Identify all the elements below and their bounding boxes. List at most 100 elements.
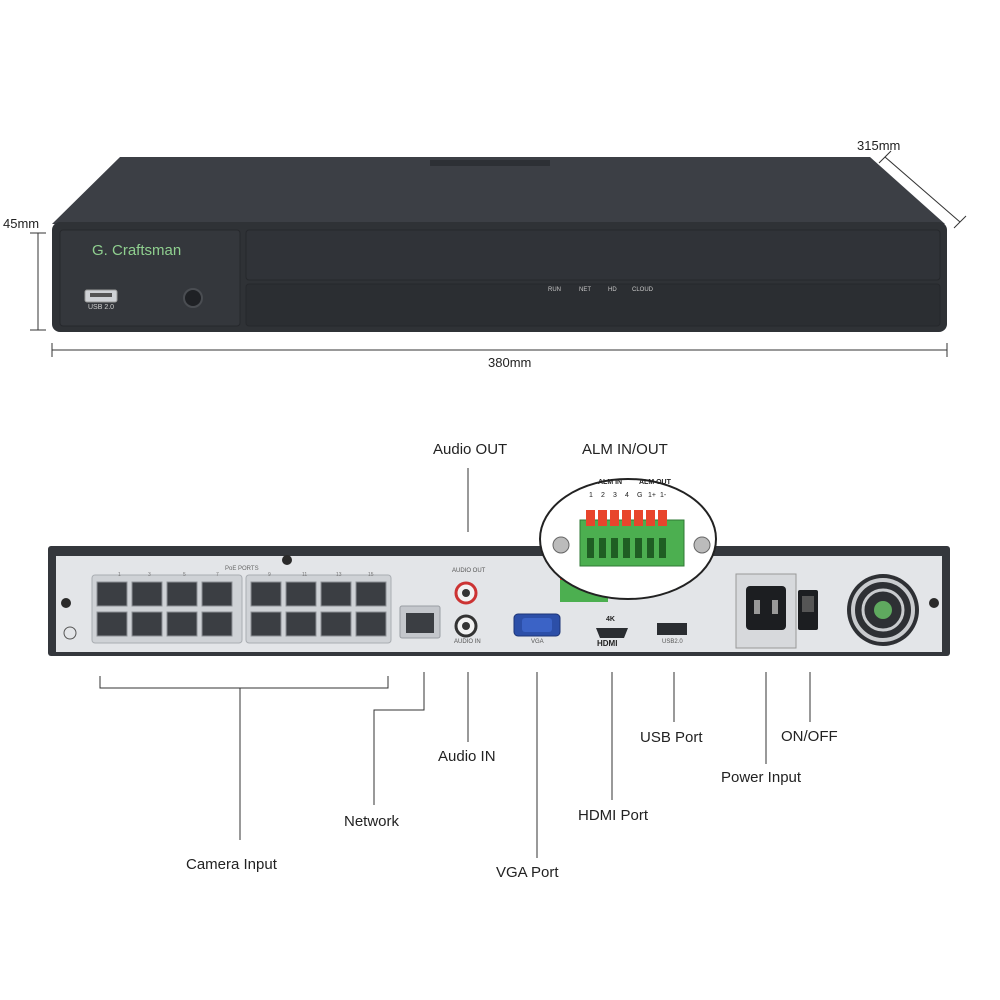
poe-block-right <box>245 574 392 644</box>
port-number: 9 <box>268 572 271 578</box>
fan-guard-inner <box>861 588 905 632</box>
front-usb-label: USB 2.0 <box>88 304 115 311</box>
vga-socket <box>522 618 552 632</box>
top-vent-slot <box>430 160 550 166</box>
alarm-pin-label: 2 <box>601 492 605 499</box>
front-power-button-icon <box>183 288 203 308</box>
on-off-rocker <box>802 596 814 612</box>
alarm-latch <box>622 510 631 526</box>
nvr-top-surface <box>52 157 945 224</box>
rear-usb-label: USB2.0 <box>662 639 683 645</box>
poe-port-socket <box>166 611 198 637</box>
port-number: 11 <box>302 572 308 578</box>
alarm-inset-title: ALM IN/OUT <box>582 441 668 458</box>
alarm-inset-screw-right <box>693 536 711 554</box>
poe-ports-label: PoE PORTS <box>225 566 259 572</box>
audio-out-hole <box>462 589 470 597</box>
poe-port-socket <box>320 581 352 607</box>
power-pin-2 <box>772 600 778 614</box>
alarm-terminal-block <box>579 519 685 567</box>
port-number: 7 <box>216 572 219 578</box>
callout-audio-out: Audio OUT <box>433 441 508 458</box>
alarm-latch <box>646 510 655 526</box>
poe-port-socket <box>250 611 282 637</box>
rear-view <box>48 468 950 858</box>
poe-port-socket <box>131 611 163 637</box>
rear-usb-port <box>657 623 687 635</box>
alarm-latches-group <box>586 510 667 558</box>
alarm-latch <box>610 510 619 526</box>
depth-dimension-label: 315mm <box>857 138 901 153</box>
poe-port-socket <box>131 581 163 607</box>
power-pin-1 <box>754 600 760 614</box>
led-cloud-label: CLOUD <box>632 287 654 293</box>
callout-vga-port: VGA Port <box>496 864 559 881</box>
callout-on-off: ON/OFF <box>781 728 838 745</box>
alarm-pin-label: G <box>637 492 643 499</box>
fan-guard-outer <box>851 578 915 642</box>
audio-in-panel-label: AUDIO IN <box>454 639 481 645</box>
poe-port-socket <box>355 611 387 637</box>
ground-terminal-icon <box>63 626 77 640</box>
alarm-terminal-hole <box>611 538 618 558</box>
network-port-socket <box>406 613 434 633</box>
alarm-pin-label: 4 <box>625 492 629 499</box>
front-usb-slot <box>90 293 112 297</box>
callout-audio-in: Audio IN <box>438 748 496 765</box>
alarm-inset-screw-left <box>552 536 570 554</box>
alarm-latch <box>598 510 607 526</box>
alarm-terminal-hole <box>587 538 594 558</box>
vga-panel-label: VGA <box>531 639 544 645</box>
alm-in-label: ALM IN <box>598 479 623 486</box>
led-net-label: NET <box>579 287 591 293</box>
alarm-terminal-hole <box>623 538 630 558</box>
alarm-terminal-hole <box>599 538 606 558</box>
alarm-latch <box>658 510 667 526</box>
poe-port-socket <box>250 581 282 607</box>
alarm-terminal-hole <box>635 538 642 558</box>
alarm-pin-label: 1+ <box>648 492 656 499</box>
port-number: 3 <box>148 572 151 578</box>
led-run-label: RUN <box>548 287 561 293</box>
poe-ports-group <box>96 581 387 637</box>
poe-port-socket <box>96 611 128 637</box>
width-dimension-label: 380mm <box>488 355 532 370</box>
front-upper-bay <box>245 229 941 281</box>
poe-port-socket <box>285 611 317 637</box>
poe-port-socket <box>285 581 317 607</box>
alarm-pin-label: 1 <box>589 492 593 499</box>
alarm-latch <box>634 510 643 526</box>
poe-port-socket <box>96 581 128 607</box>
port-number: 1 <box>118 572 121 578</box>
fan-hub <box>874 601 892 619</box>
front-lower-bay <box>245 283 941 327</box>
callout-power-input: Power Input <box>721 769 802 786</box>
callout-hdmi-port: HDMI Port <box>578 807 649 824</box>
poe-port-socket <box>201 611 233 637</box>
depth-dimension-cap-bottom <box>953 215 967 229</box>
screw-left <box>61 598 71 608</box>
port-number: 13 <box>336 572 342 578</box>
port-number: 15 <box>368 572 374 578</box>
poe-port-socket <box>166 581 198 607</box>
front-view <box>30 150 967 357</box>
power-input-socket <box>746 586 786 630</box>
callout-usb-port: USB Port <box>640 729 703 746</box>
audio-in-hole <box>462 622 470 630</box>
callout-camera-input: Camera Input <box>186 856 277 873</box>
alarm-terminal-hole <box>647 538 654 558</box>
led-hd-label: HD <box>608 287 617 293</box>
screw-top <box>282 555 292 565</box>
screw-right <box>929 598 939 608</box>
brand-logo: G. Craftsman <box>92 242 182 259</box>
alarm-terminal-hole <box>659 538 666 558</box>
hdmi-logo: HDMI <box>597 639 618 648</box>
hdmi-port <box>596 628 628 638</box>
camera-input-bracket <box>99 676 389 689</box>
alarm-pin-label: 3 <box>613 492 617 499</box>
poe-port-socket <box>320 611 352 637</box>
alm-out-label: ALM OUT <box>639 479 671 486</box>
audio-out-panel-label: AUDIO OUT <box>452 568 486 574</box>
height-dimension-label: 45mm <box>3 216 40 231</box>
port-number: 5 <box>183 572 186 578</box>
